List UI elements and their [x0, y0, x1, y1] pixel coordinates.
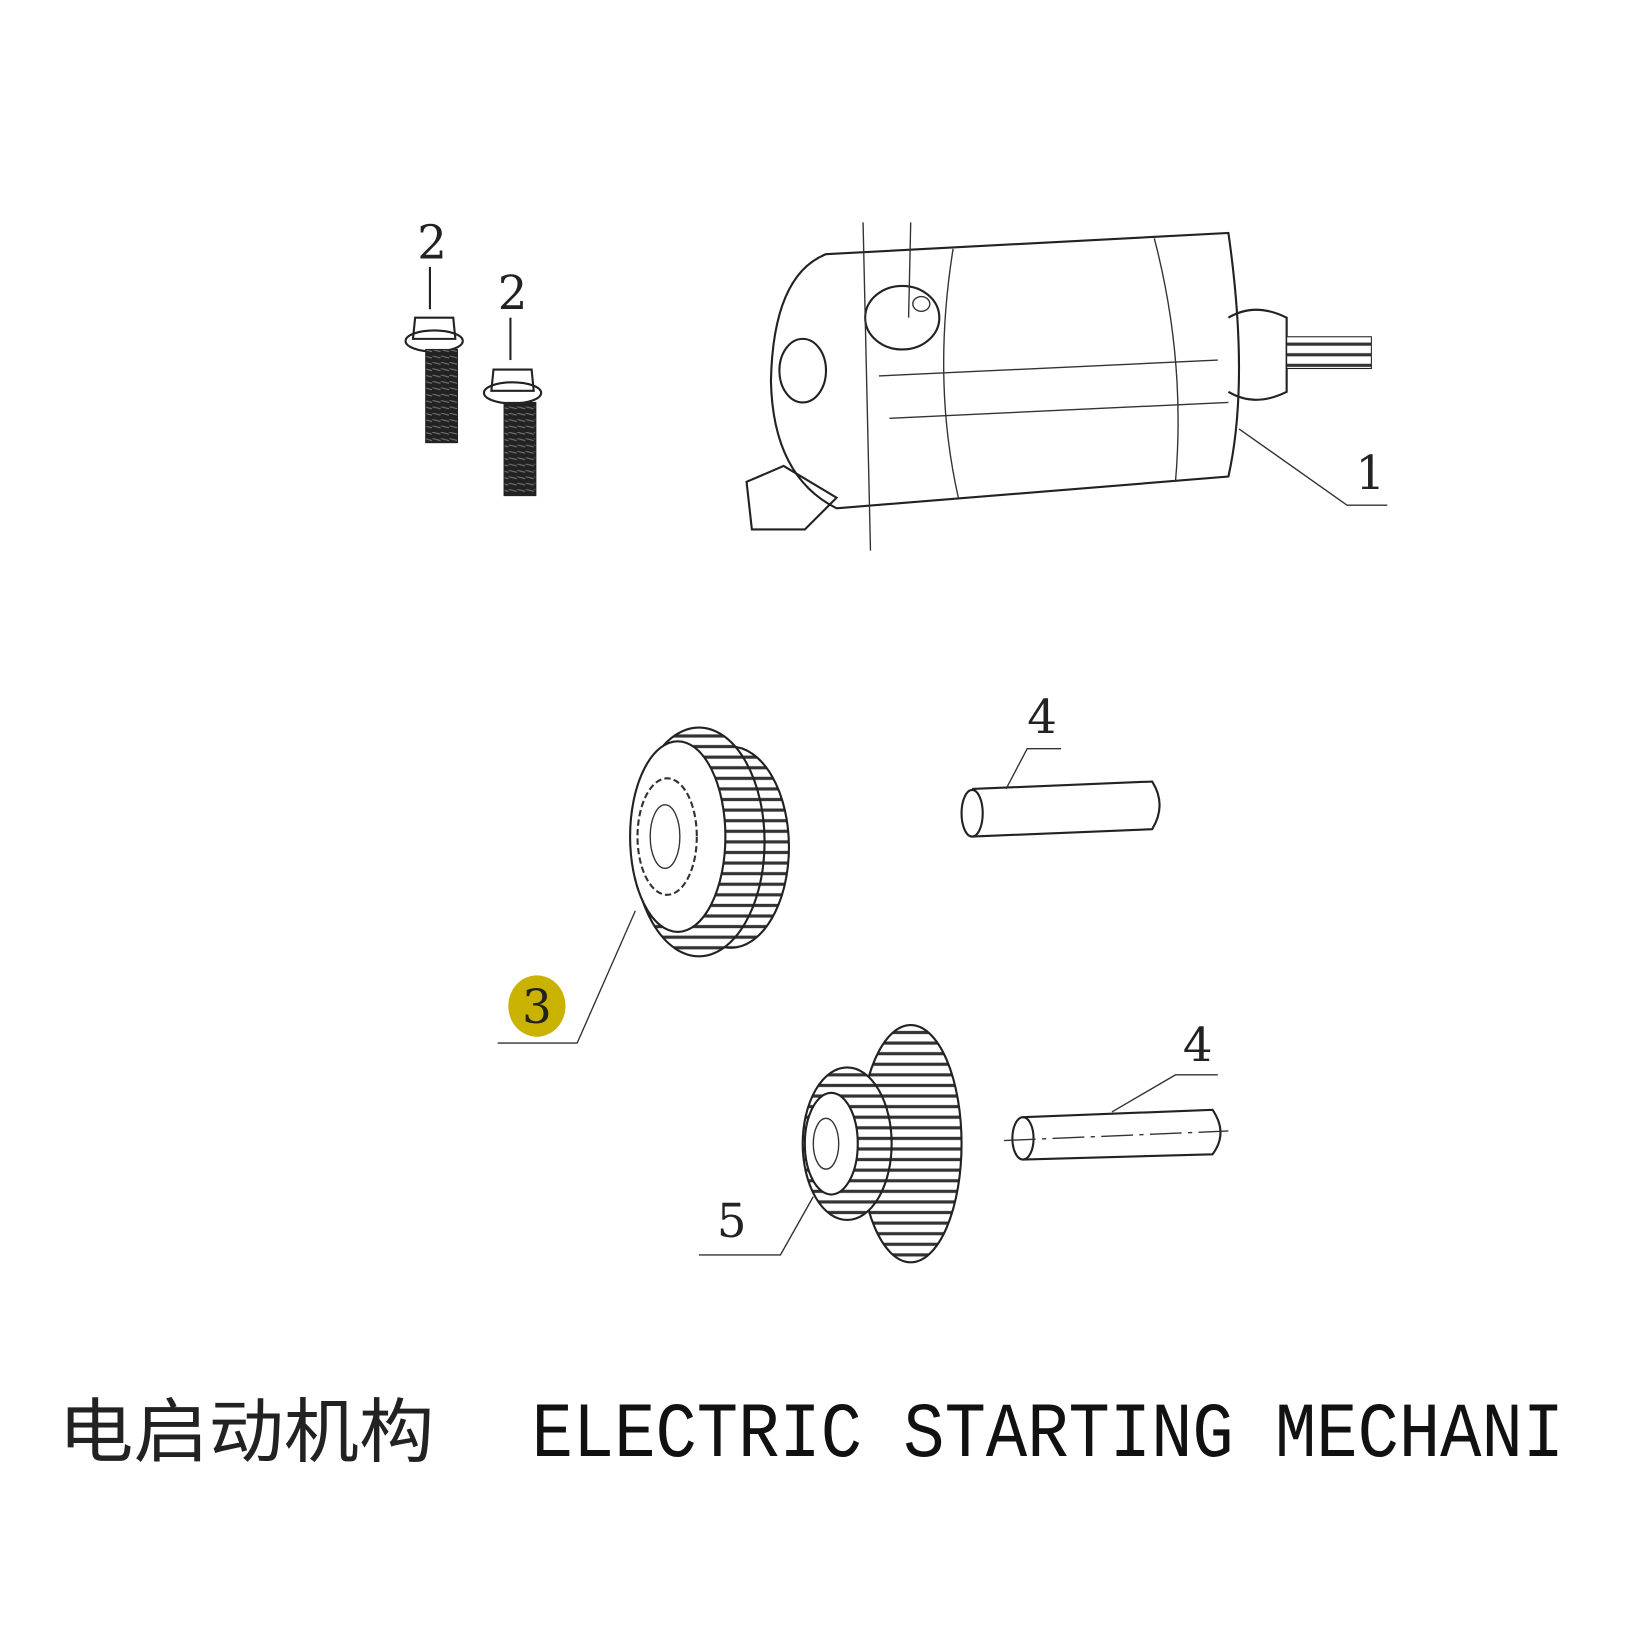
callout-4b[interactable]: 4	[1183, 1018, 1213, 1072]
leader-line-4b	[1111, 1074, 1218, 1113]
callout-2a[interactable]: 2	[417, 215, 447, 269]
callout-2b[interactable]: 2	[498, 266, 528, 320]
bolt-left[interactable]	[404, 316, 464, 444]
starter-motor[interactable]	[745, 222, 1372, 551]
leader-line-1	[1238, 428, 1388, 506]
gear-shaft-pin-upper[interactable]	[960, 780, 1161, 838]
leader-line-4a	[1005, 748, 1062, 790]
highlight-marker	[508, 975, 566, 1037]
title-english: ELECTRIC STARTING MECHANI	[532, 1391, 1565, 1480]
starter-idle-gear[interactable]	[629, 726, 790, 958]
title-chinese: 电启动机构	[58, 1392, 434, 1473]
callout-1[interactable]: 1	[1355, 446, 1385, 500]
reduction-gear[interactable]	[801, 1024, 963, 1264]
callout-3[interactable]: 3	[522, 980, 552, 1034]
callout-3-highlighted[interactable]: 3	[508, 975, 566, 1037]
leader-line-3	[497, 910, 637, 1044]
gear-shaft-pin-lower[interactable]	[1003, 1108, 1229, 1161]
bolt-right[interactable]	[482, 368, 543, 497]
callout-4a[interactable]: 4	[1027, 690, 1057, 744]
leader-line-5	[698, 1196, 814, 1256]
callout-5[interactable]: 5	[717, 1194, 747, 1248]
